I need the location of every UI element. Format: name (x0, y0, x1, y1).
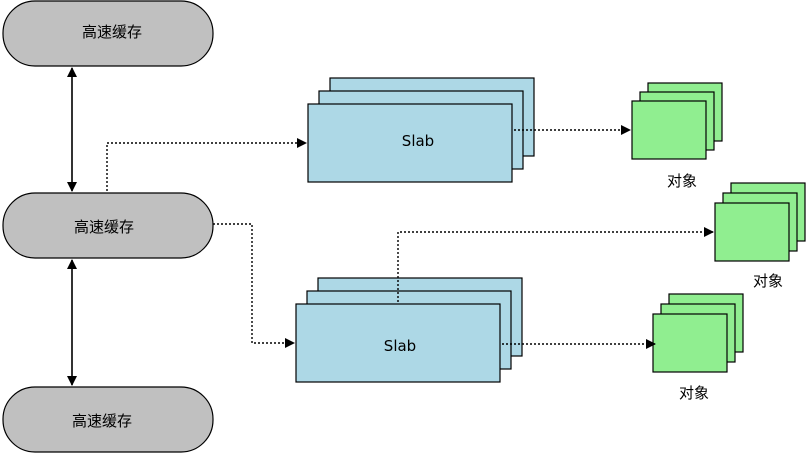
object-label-2: 对象 (753, 272, 783, 290)
cache-label-bottom: 高速缓存 (72, 412, 132, 430)
slab-label-upper: Slab (402, 132, 434, 150)
slab-stack-lower: Slab (295, 277, 523, 383)
object-stack-3: 对象 (652, 293, 744, 402)
connector-cache-to-lower-slab (213, 223, 295, 348)
object-label-1: 对象 (667, 172, 697, 190)
object-stack-1: 对象 (631, 82, 723, 190)
connector-cache-to-upper-slab (106, 138, 307, 191)
cache-label-top: 高速缓存 (82, 23, 142, 41)
object-stack-2: 对象 (714, 182, 806, 290)
object-label-3: 对象 (679, 384, 709, 402)
cache-node-top: 高速缓存 (2, 0, 214, 67)
connector-lower-slab-to-object-2 (397, 227, 714, 302)
cache-label-middle: 高速缓存 (74, 218, 134, 236)
slab-stack-upper: Slab (307, 77, 535, 183)
cache-node-bottom: 高速缓存 (2, 386, 214, 453)
slab-label-lower: Slab (384, 337, 416, 355)
cache-node-middle: 高速缓存 (2, 192, 214, 259)
